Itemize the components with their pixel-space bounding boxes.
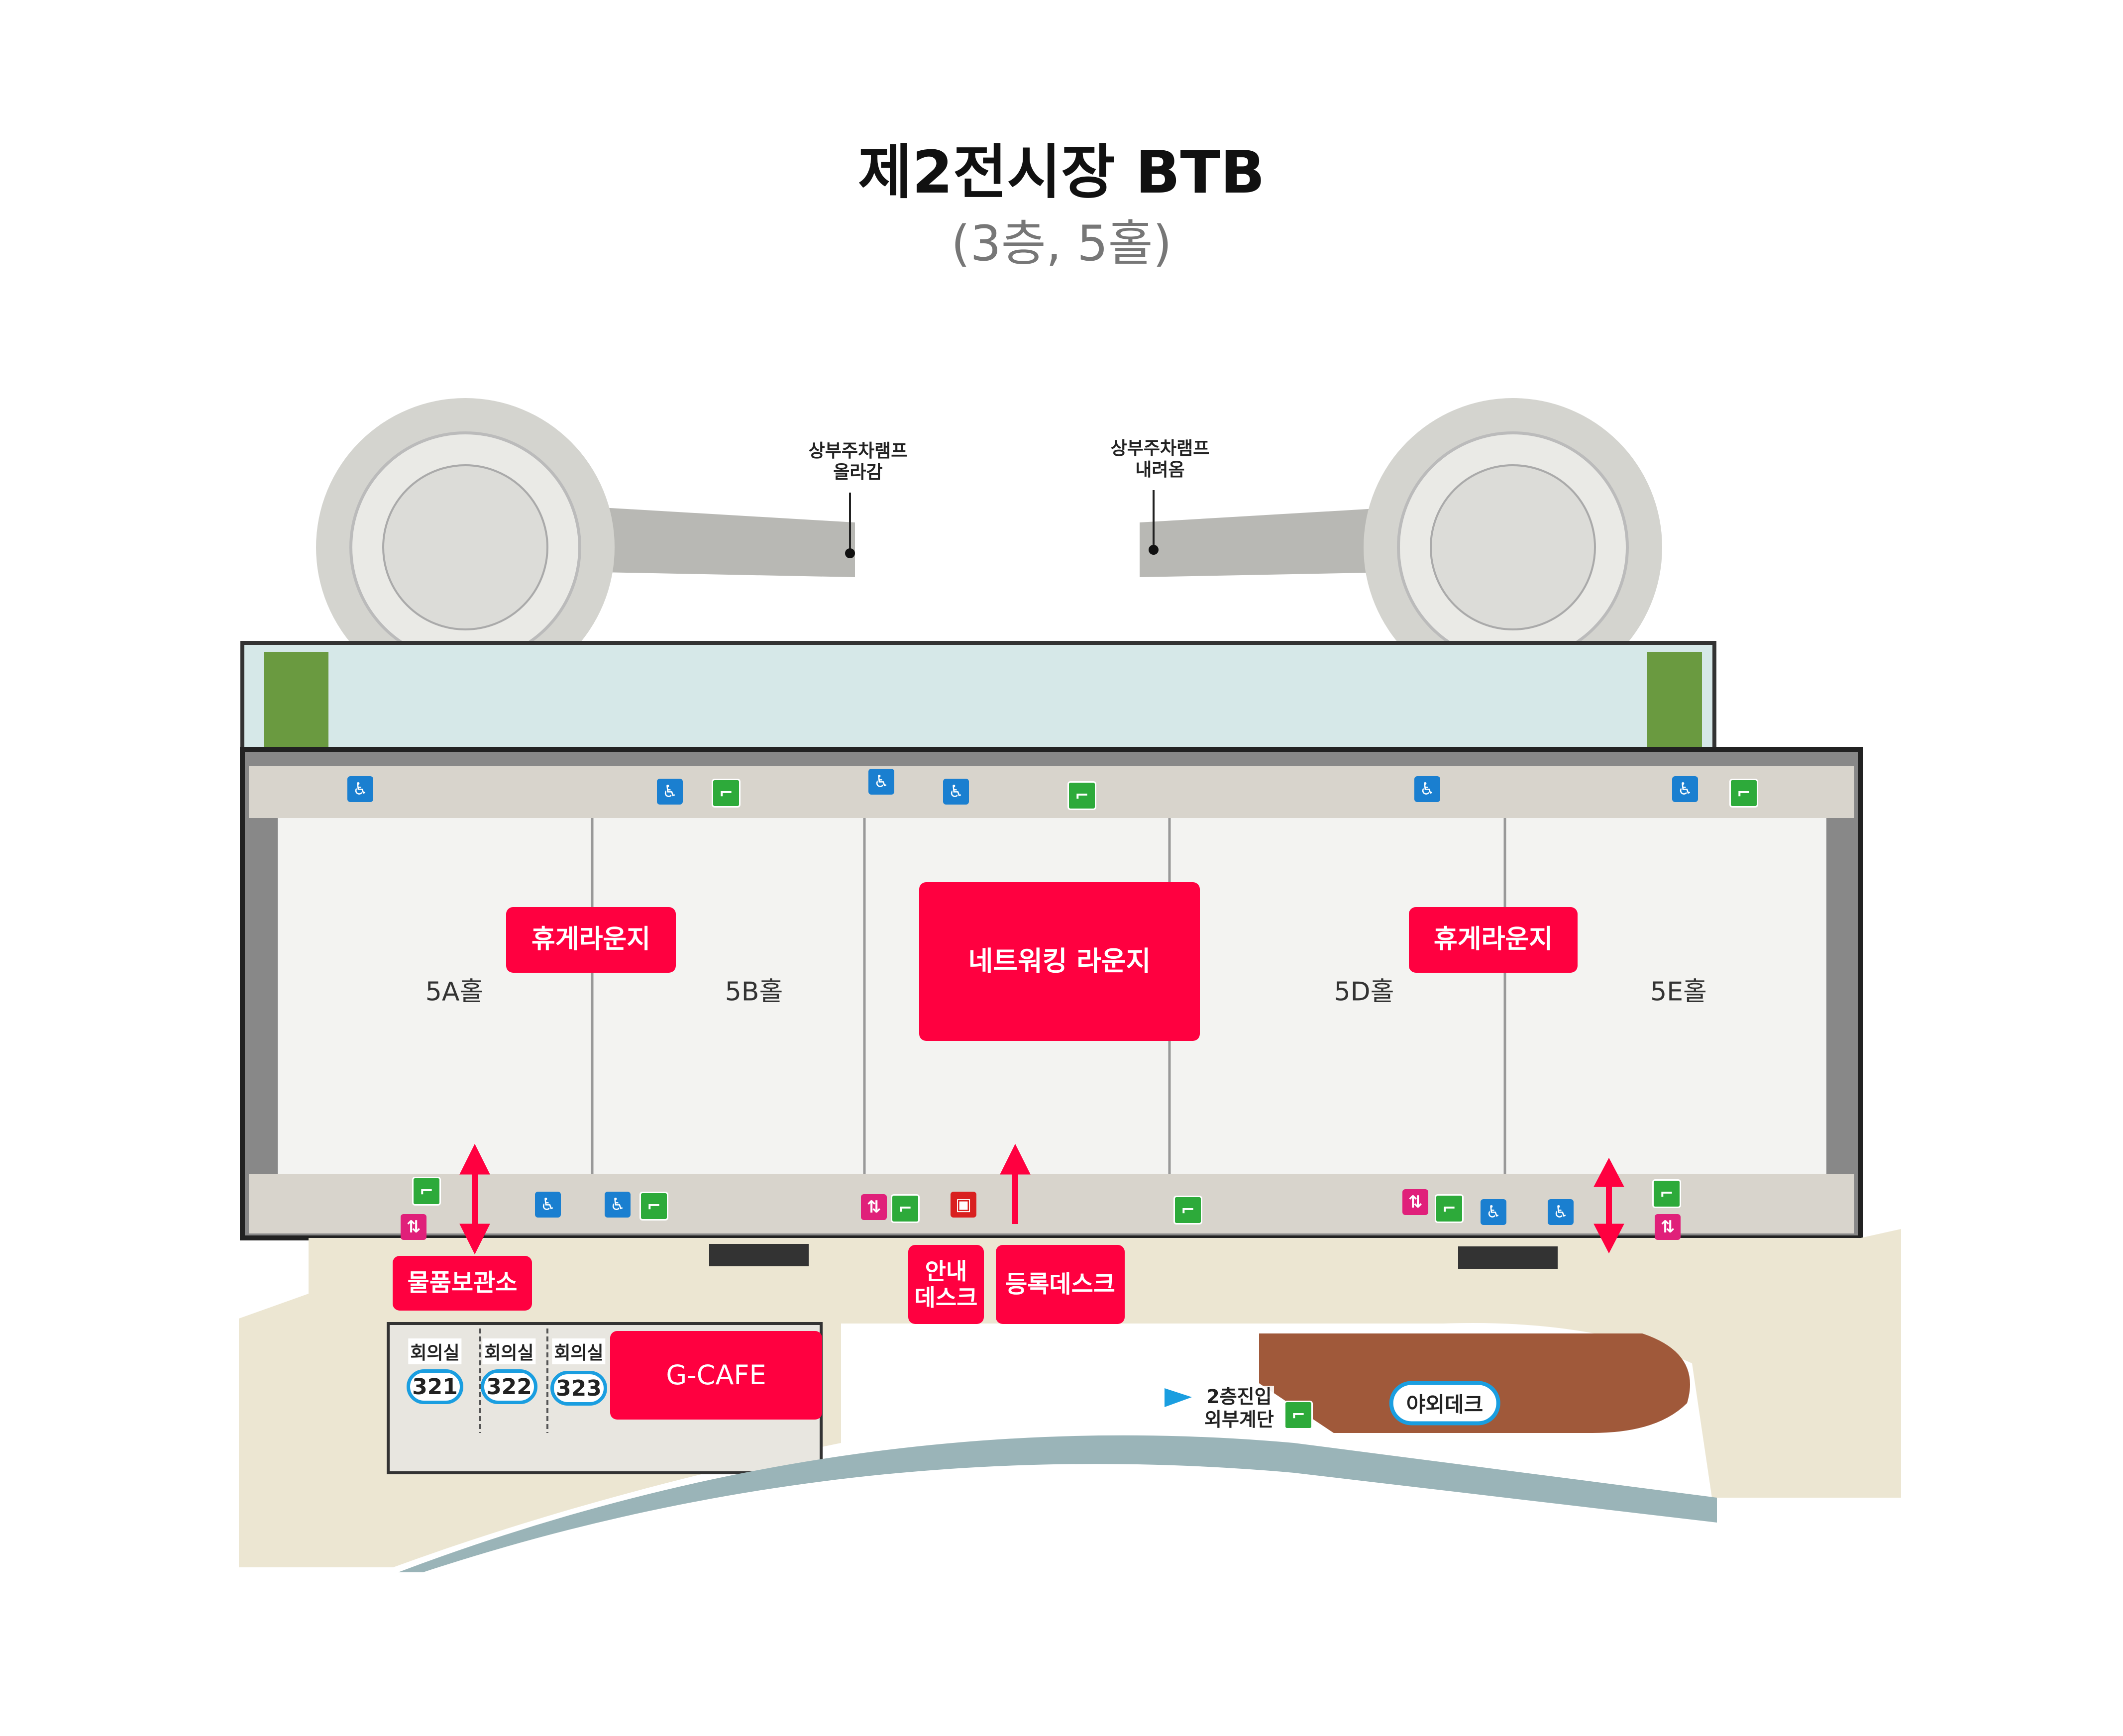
ramp-down-line2: 내려옴 (1135, 460, 1185, 481)
stairs-icon: ⌐ (639, 1192, 668, 1221)
info-desk[interactable]: 안내 데스크 (908, 1245, 984, 1324)
lounge-right[interactable]: 휴게라운지 (1409, 907, 1578, 973)
g-cafe[interactable]: G-CAFE (610, 1331, 822, 1420)
ramp-down-label: 상부주차램프 내려옴 (1111, 438, 1210, 481)
stairs-icon: ⌐ (1652, 1179, 1681, 1208)
meeting-room-323[interactable]: 323 (550, 1371, 607, 1406)
meeting-room-322-label: 회의실 (482, 1338, 536, 1364)
stairs-icon: ⌐ (891, 1194, 920, 1223)
restroom-icon: ♿ (347, 776, 373, 802)
stairs-icon: ⌐ (1067, 781, 1096, 810)
restroom-icon: ♿ (1414, 776, 1440, 802)
elevator-icon: ⇅ (401, 1214, 426, 1240)
ramp-down-line1: 상부주차램프 (1110, 438, 1210, 459)
restroom-icon: ♿ (657, 779, 683, 805)
hall-5b-label[interactable]: 5B홀 (725, 977, 783, 1007)
meeting-room-321[interactable]: 321 (407, 1369, 463, 1404)
escalator (1458, 1246, 1558, 1269)
restroom-icon: ♿ (943, 779, 969, 805)
escalator (709, 1244, 809, 1266)
restroom-icon: ♿ (1481, 1199, 1506, 1225)
info-desk-line1: 안내 (925, 1257, 967, 1285)
stairs-icon: ⌐ (712, 779, 741, 808)
networking-lounge[interactable]: 네트워킹 라운지 (919, 882, 1200, 1041)
restroom-icon: ♿ (1548, 1199, 1574, 1225)
ramp-up-line1: 상부주차램프 (808, 441, 908, 461)
direction-arrows (459, 1143, 1624, 1255)
lounge-left[interactable]: 휴게라운지 (506, 907, 676, 973)
page-title: 제2전시장 BTB (858, 138, 1265, 206)
registration-desk[interactable]: 등록데스크 (996, 1245, 1125, 1324)
hall-5e-label[interactable]: 5E홀 (1650, 977, 1707, 1007)
meeting-room-323-label: 회의실 (552, 1338, 606, 1364)
restroom-icon: ♿ (605, 1192, 631, 1218)
parking-ramp-right (1140, 398, 1662, 697)
stairs-icon: ⌐ (1435, 1194, 1464, 1223)
top-corridor (240, 641, 1716, 769)
elevator-icon: ⇅ (1655, 1214, 1681, 1240)
meeting-room-322[interactable]: 322 (481, 1369, 537, 1404)
stairs-icon: ⌐ (1729, 779, 1758, 808)
restroom-icon: ♿ (868, 769, 894, 795)
hall-5d-label[interactable]: 5D홀 (1334, 977, 1394, 1007)
lobby-floor (239, 1229, 1901, 1567)
info-desk-line2: 데스크 (914, 1284, 978, 1311)
external-stairs-entry: 2층진입 외부계단 (1204, 1386, 1274, 1431)
storage-area[interactable]: 물품보관소 (393, 1256, 532, 1311)
parking-ramp-left (316, 398, 855, 697)
outdoor-deck[interactable]: 야외데크 (1389, 1381, 1500, 1426)
stairs-icon: ⌐ (1173, 1196, 1202, 1225)
fire-extinguisher-icon: ▣ (951, 1192, 976, 1218)
stairs-icon: ⌐ (1284, 1401, 1313, 1430)
stairs-icon: ⌐ (412, 1177, 441, 1206)
hall-5a-label[interactable]: 5A홀 (425, 977, 484, 1007)
elevator-icon: ⇅ (1402, 1189, 1428, 1215)
page-subtitle: (3층, 5홀) (951, 215, 1172, 272)
entry-arrow-icon (1165, 1388, 1192, 1407)
restroom-icon: ♿ (1672, 776, 1698, 802)
entry-line2: 외부계단 (1204, 1408, 1274, 1430)
entry-line1: 2층진입 (1206, 1386, 1272, 1408)
meeting-room-321-label: 회의실 (408, 1338, 462, 1364)
ramp-up-label: 상부주차램프 올라감 (809, 440, 908, 483)
ramp-up-line2: 올라감 (833, 462, 883, 483)
restroom-icon: ♿ (535, 1192, 561, 1218)
elevator-icon: ⇅ (861, 1194, 887, 1220)
